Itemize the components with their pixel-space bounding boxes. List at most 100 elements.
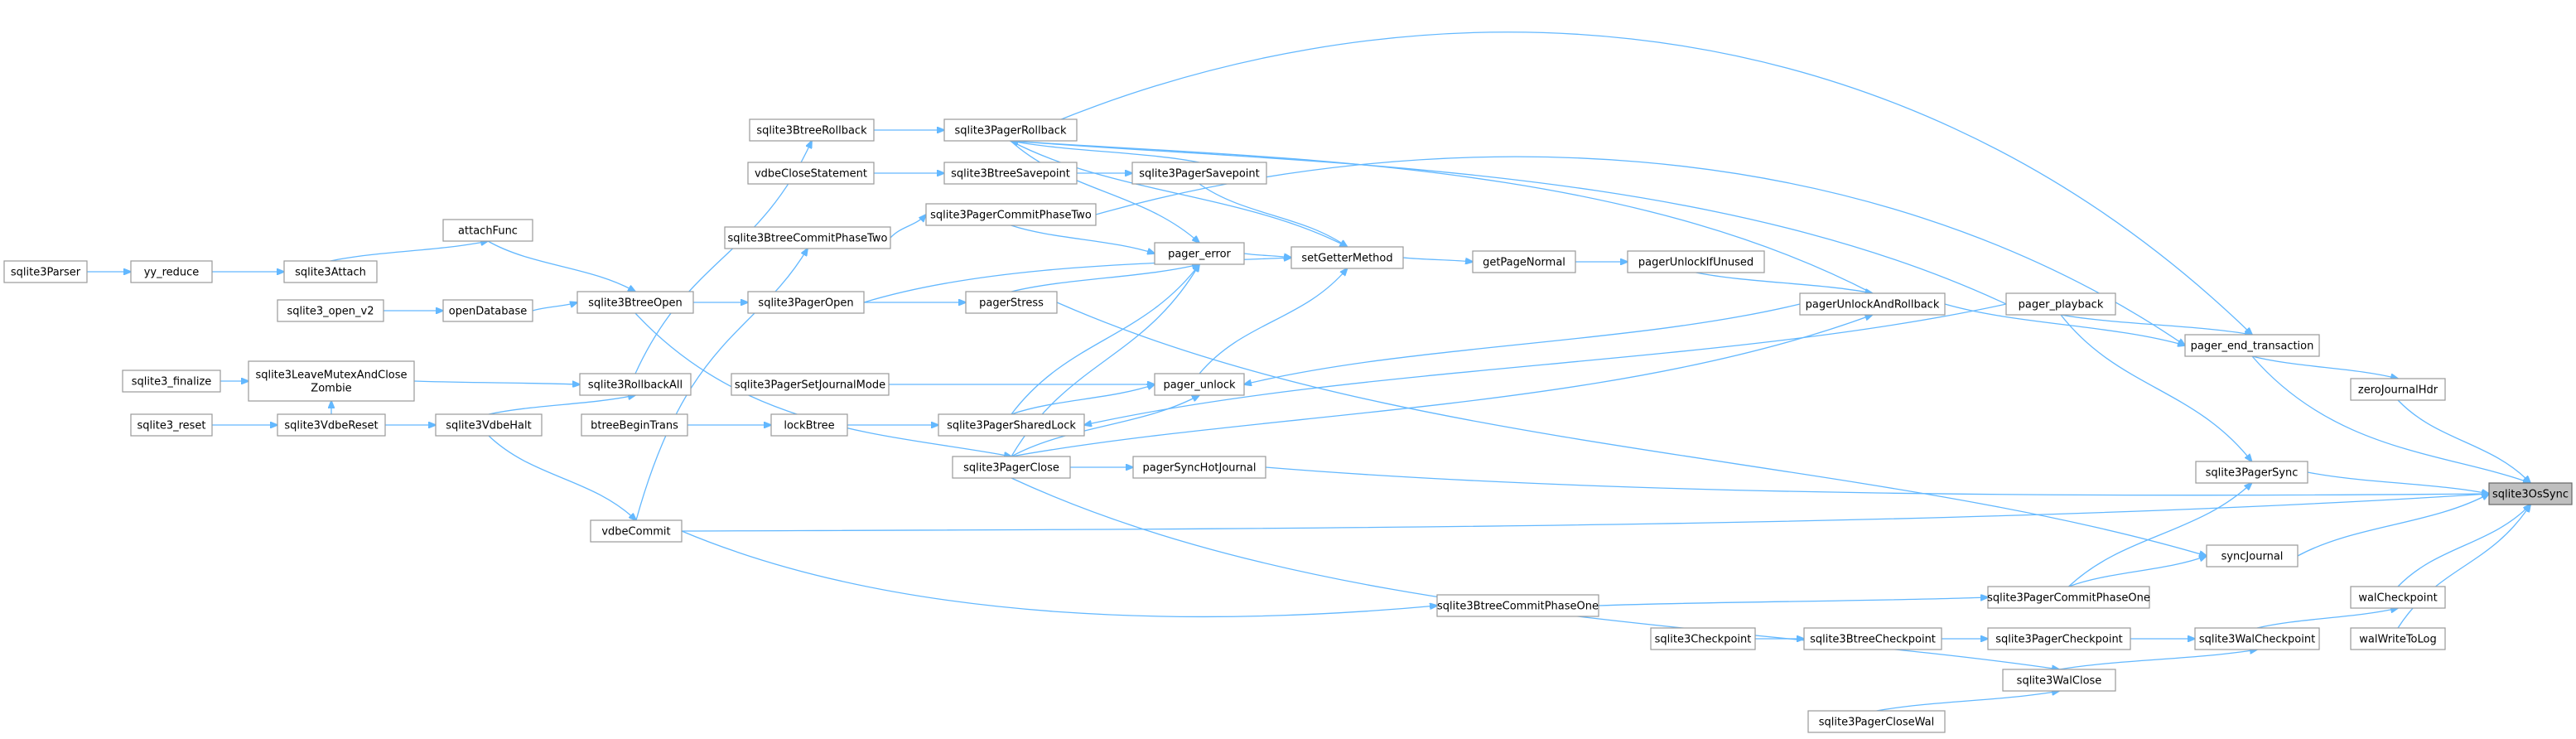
node-sqlite3PagerOpen[interactable]: sqlite3PagerOpen [747, 291, 865, 314]
node-pager_end_transaction[interactable]: pager_end_transaction [2184, 334, 2320, 357]
node-label: sqlite3BtreeOpen [588, 297, 682, 310]
node-box [277, 413, 386, 437]
edge-pager_unlock-to-setGetterMethod [1199, 268, 1348, 374]
node-sqlite3BtreeCommitPhaseTwo[interactable]: sqlite3BtreeCommitPhaseTwo [724, 226, 891, 249]
node-openDatabase[interactable]: openDatabase [442, 299, 533, 322]
node-sqlite3_finalize[interactable]: sqlite3_finalize [122, 370, 221, 393]
node-label: walCheckpoint [2358, 592, 2437, 605]
edge-path [1244, 303, 1801, 384]
node-getPageNormal[interactable]: getPageNormal [1472, 250, 1576, 273]
edge-path [2397, 399, 2530, 483]
node-lockBtree[interactable]: lockBtree [770, 413, 848, 437]
node-label: sqlite3PagerCheckpoint [1995, 634, 2123, 646]
node-yy_reduce[interactable]: yy_reduce [130, 260, 213, 283]
node-label: sqlite3PagerCommitPhaseOne [1987, 592, 2150, 605]
node-sqlite3PagerRollback[interactable]: sqlite3PagerRollback [943, 118, 1078, 142]
edge-pagerStress-to-syncJournal [1056, 302, 2207, 556]
node-vdbeCloseStatement[interactable]: vdbeCloseStatement [747, 162, 875, 185]
node-sqlite3VdbeHalt[interactable]: sqlite3VdbeHalt [435, 413, 543, 437]
edge-attachFunc-to-sqlite3BtreeOpen [487, 240, 635, 292]
node-label: Zombie [311, 383, 351, 395]
node-label: setGetterMethod [1301, 253, 1392, 265]
node-box [1132, 456, 1266, 479]
node-box [749, 118, 875, 142]
node-sqlite3WalClose[interactable]: sqlite3WalClose [2002, 669, 2116, 692]
node-pager_playback[interactable]: pager_playback [2005, 292, 2116, 316]
node-label: syncJournal [2221, 551, 2284, 563]
node-label: sqlite3Checkpoint [1655, 634, 1752, 646]
node-label: pager_end_transaction [2191, 341, 2314, 353]
node-label: zeroJournalHdr [2358, 384, 2439, 397]
node-sqlite3RollbackAll[interactable]: sqlite3RollbackAll [579, 373, 692, 396]
node-sqlite3PagerSetJournalMode[interactable]: sqlite3PagerSetJournalMode [731, 373, 890, 396]
node-sqlite3BtreeCheckpoint[interactable]: sqlite3BtreeCheckpoint [1803, 627, 1942, 650]
edge-path [1011, 141, 1873, 294]
node-sqlite3PagerCloseWal[interactable]: sqlite3PagerCloseWal [1807, 710, 1946, 733]
node-sqlite3OsSync[interactable]: sqlite3OsSync [2488, 482, 2573, 505]
node-sqlite3VdbeReset[interactable]: sqlite3VdbeReset [277, 413, 386, 437]
edge-pager_playback-to-sqlite3PagerSharedLock [1084, 303, 2007, 425]
node-sqlite3_open_v2[interactable]: sqlite3_open_v2 [277, 299, 384, 322]
node-sqlite3_reset[interactable]: sqlite3_reset [130, 413, 213, 437]
node-sqlite3PagerClose[interactable]: sqlite3PagerClose [952, 456, 1071, 479]
edge-pagerStress-to-pager_error [1011, 264, 1199, 292]
node-box [1803, 627, 1942, 650]
node-box [2206, 544, 2299, 568]
node-label: sqlite3PagerSetJournalMode [735, 379, 885, 392]
node-setGetterMethod[interactable]: setGetterMethod [1290, 246, 1404, 269]
node-sqlite3Attach[interactable]: sqlite3Attach [283, 260, 378, 283]
node-syncJournal[interactable]: syncJournal [2206, 544, 2299, 568]
node-box [2184, 334, 2320, 357]
node-attachFunc[interactable]: attachFunc [442, 219, 533, 242]
edge-path [681, 494, 2489, 532]
node-pagerUnlockIfUnused[interactable]: pagerUnlockIfUnused [1627, 250, 1765, 273]
node-box [2350, 378, 2446, 401]
edge-path [413, 380, 580, 384]
node-sqlite3Checkpoint[interactable]: sqlite3Checkpoint [1650, 627, 1756, 650]
edge-path [2256, 608, 2398, 629]
edge-path [2397, 505, 2530, 587]
edge-path [1011, 315, 1873, 457]
node-sqlite3PagerCommitPhaseOne[interactable]: sqlite3PagerCommitPhaseOne [1987, 586, 2150, 609]
node-box [1436, 594, 1599, 617]
node-sqlite3WalCheckpoint[interactable]: sqlite3WalCheckpoint [2194, 627, 2320, 650]
edge-path [681, 530, 1437, 618]
edge-sqlite3PagerSync-to-sqlite3OsSync [2307, 471, 2489, 494]
node-btreeBeginTrans[interactable]: btreeBeginTrans [581, 413, 688, 437]
node-sqlite3PagerSharedLock[interactable]: sqlite3PagerSharedLock [938, 413, 1085, 437]
node-walWriteToLog[interactable]: walWriteToLog [2350, 627, 2446, 650]
node-sqlite3BtreeOpen[interactable]: sqlite3BtreeOpen [576, 291, 694, 314]
node-sqlite3PagerCommitPhaseTwo[interactable]: sqlite3PagerCommitPhaseTwo [925, 203, 1097, 226]
edge-sqlite3PagerCloseWal-to-sqlite3WalClose [1876, 691, 2060, 712]
edge-path [1084, 303, 2007, 425]
node-sqlite3BtreeCommitPhaseOne[interactable]: sqlite3BtreeCommitPhaseOne [1436, 594, 1599, 617]
node-box [1627, 250, 1765, 273]
node-vdbeCommit[interactable]: vdbeCommit [590, 519, 683, 543]
edge-sqlite3PagerCommitPhaseTwo-to-pager_error [1011, 225, 1155, 254]
node-pagerUnlockAndRollback[interactable]: pagerUnlockAndRollback [1799, 292, 1946, 316]
node-sqlite3PagerSync[interactable]: sqlite3PagerSync [2195, 461, 2308, 484]
node-box [1987, 586, 2150, 609]
node-pager_unlock[interactable]: pager_unlock [1154, 373, 1245, 396]
node-walCheckpoint[interactable]: walCheckpoint [2350, 586, 2446, 609]
node-box [2350, 586, 2446, 609]
edge-sqlite3PagerRollback-to-pager_end_transaction [1010, 31, 2252, 335]
node-sqlite3BtreeRollback[interactable]: sqlite3BtreeRollback [749, 118, 875, 142]
node-sqlite3PagerSavepoint[interactable]: sqlite3PagerSavepoint [1131, 162, 1267, 185]
node-pagerStress[interactable]: pagerStress [965, 291, 1058, 314]
node-box [277, 299, 384, 322]
node-label: pagerUnlockIfUnused [1638, 257, 1754, 269]
edge-sqlite3PagerSharedLock-to-pager_unlock [1011, 384, 1155, 415]
node-sqlite3Parser[interactable]: sqlite3Parser [3, 260, 88, 283]
node-pagerSyncHotJournal[interactable]: pagerSyncHotJournal [1132, 456, 1266, 479]
node-sqlite3BtreeSavepoint[interactable]: sqlite3BtreeSavepoint [943, 162, 1078, 185]
node-sqlite3PagerCheckpoint[interactable]: sqlite3PagerCheckpoint [1987, 627, 2131, 650]
node-zeroJournalHdr[interactable]: zeroJournalHdr [2350, 378, 2446, 401]
edge-sqlite3LeaveMutexAndCloseZombie-to-sqlite3RollbackAll [413, 380, 580, 384]
node-label: sqlite3LeaveMutexAndClose [255, 370, 407, 382]
node-label: sqlite3_open_v2 [287, 306, 374, 318]
node-box [442, 219, 533, 242]
node-pager_error[interactable]: pager_error [1154, 242, 1245, 265]
